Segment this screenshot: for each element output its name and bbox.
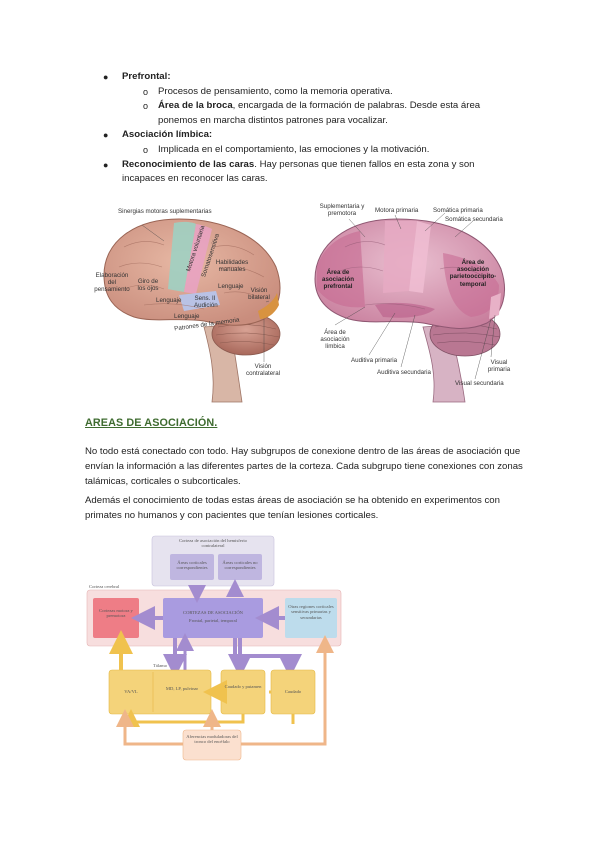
section-heading: AREAS DE ASOCIACIÓN. xyxy=(85,417,218,429)
brain-lateral-illustration xyxy=(103,218,281,403)
label-suplementaria: Suplementaria y premotora xyxy=(319,203,365,218)
label-cortezas-asociacion-sub: Frontal, parietal, temporal xyxy=(189,618,237,623)
diagram-graphics xyxy=(86,535,342,761)
list-item: ● Reconocimiento de las caras. Hay perso… xyxy=(0,158,599,187)
label-giro: Giro de los ojos xyxy=(137,278,159,293)
label-asociacion-parietooccipitotemporal: Área de asociación parietooccipito-tempo… xyxy=(449,259,497,288)
bullet-icon: ● xyxy=(103,130,109,141)
list-item-title: Asociación límbica: xyxy=(122,129,213,141)
bullet-icon: ● xyxy=(103,159,109,170)
sub-list-item: o Implicada en el comportamiento, las em… xyxy=(0,143,599,158)
label-md-lp-pulvinar: MD, LP, pulvinar xyxy=(165,686,199,691)
brain-association-illustration xyxy=(314,212,505,403)
brain-functional-map-figure: Sinergias motoras suplementarias Elabora… xyxy=(84,197,284,403)
label-caudado: Caudado xyxy=(284,689,302,694)
list-item-text: . Hay personas que tienen fallos en esta… xyxy=(122,158,475,185)
label-auditiva-primaria: Auditiva primaria xyxy=(351,357,398,364)
label-vision-contralateral: Visión contralateral xyxy=(246,363,281,378)
label-motora-premotora: Cortezas motora y premotora xyxy=(99,608,133,619)
label-no-correspondientes: Áreas corticales no correspondientes xyxy=(222,560,258,571)
sub-item-text: , encargada de la formación de palabras.… xyxy=(158,100,481,126)
label-corteza-cerebral: Corteza cerebral xyxy=(89,584,120,589)
label-motora-primaria: Motora primaria xyxy=(375,207,419,214)
label-cortezas-asociacion: CORTEZAS DE ASOCIACIÓN xyxy=(183,610,243,615)
label-vision-bilateral: Visión bilateral xyxy=(248,287,270,302)
label-lenguaje-2: Lenguaje xyxy=(218,283,244,290)
label-visual-secundaria: Visual secundaria xyxy=(455,380,504,387)
label-elaboracion: Elaboración del pensamiento xyxy=(94,272,130,294)
sub-list-item: o Área de la broca, encargada de la form… xyxy=(0,99,599,128)
label-somatica-secundaria: Somática secundaria xyxy=(445,216,503,223)
bullet-icon: ● xyxy=(103,72,109,82)
sub-item-text: Procesos de pensamiento, como la memoria… xyxy=(158,85,393,97)
list-item: ● Asociación límbica: xyxy=(0,128,599,143)
label-asociacion-limbica: Área de asociación límbica xyxy=(320,329,350,351)
label-sinergias: Sinergias motoras suplementarias xyxy=(118,208,212,215)
list-item-title: Prefrontal: xyxy=(122,71,171,82)
label-aferencias: Aferencias moduladoras del tronco del en… xyxy=(186,734,238,745)
sub-item-bold: Área de la broca xyxy=(158,100,233,112)
label-somatica-primaria: Somática primaria xyxy=(433,207,483,214)
list-item: ● Prefrontal: xyxy=(0,70,599,85)
label-sens-audicion: Sens. II Audición xyxy=(194,295,218,310)
label-lenguaje-3: Lenguaje xyxy=(174,313,200,320)
paragraph: Además el conocimiento de todas estas ár… xyxy=(85,495,500,521)
circle-bullet-icon: o xyxy=(143,101,149,112)
label-asociacion-prefrontal: Área de asociación prefrontal xyxy=(322,269,354,291)
label-auditiva-secundaria: Auditiva secundaria xyxy=(377,369,432,376)
label-lenguaje-1: Lenguaje xyxy=(156,297,182,304)
circle-bullet-icon: o xyxy=(143,144,149,155)
label-correspondientes: Áreas corticales correspondientes xyxy=(176,560,208,571)
paragraph: No todo está conectado con todo. Hay sub… xyxy=(85,446,523,487)
sub-item-text: Implicada en el comportamiento, las emoc… xyxy=(158,143,430,155)
association-cortex-connection-diagram: Corteza de asociación del hemisferio con… xyxy=(85,534,343,764)
label-contralateral: Corteza de asociación del hemisferio con… xyxy=(179,538,247,549)
label-va-vl: VA/VL xyxy=(124,689,138,694)
label-visual-primaria: Visual primaria xyxy=(487,359,511,374)
circle-bullet-icon: o xyxy=(143,86,149,97)
bullet-list: ● Prefrontal: o Procesos de pensamiento,… xyxy=(0,70,599,187)
brain-association-areas-figure: Suplementaria y premotora Motora primari… xyxy=(305,197,520,403)
sub-list-item: o Procesos de pensamiento, como la memor… xyxy=(0,85,599,100)
list-item-title: Reconocimiento de las caras xyxy=(122,158,255,170)
label-otras-regiones: Otras regiones corticales sensitivas pri… xyxy=(288,604,334,620)
label-talamo: Tálamo xyxy=(152,663,168,668)
label-caudado-putamen: Caudado y putamen xyxy=(224,684,262,689)
label-habilidades: Habilidades manuales xyxy=(215,259,249,274)
